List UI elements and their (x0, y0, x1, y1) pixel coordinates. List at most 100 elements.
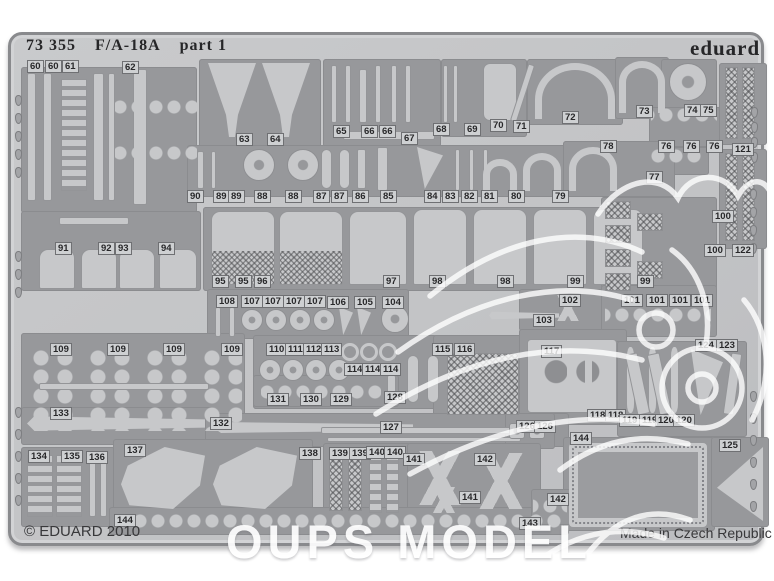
part-number-tag: 107 (304, 295, 326, 308)
etched-part-strip (375, 65, 381, 123)
solder-drop (750, 413, 757, 424)
solder-drop (750, 457, 757, 468)
etched-part-mesh (742, 67, 755, 139)
part-number-tag: 101 (621, 294, 643, 307)
part-number-tag: 113 (321, 343, 343, 356)
solder-drop (751, 137, 758, 148)
part-number-tag: 71 (513, 120, 530, 133)
part-number-tag: 84 (424, 190, 441, 203)
part-number-tag: 98 (497, 275, 514, 288)
part-number-tag: 109 (50, 343, 72, 356)
etched-part-strip (469, 149, 474, 191)
etched-part-strip (93, 73, 104, 201)
part-number-tag: 114 (380, 363, 402, 376)
copyright-text: © EDUARD 2010 (24, 523, 141, 540)
part-number-tag: 93 (115, 242, 132, 255)
solder-drop (15, 131, 22, 142)
solder-drop (750, 479, 757, 490)
etched-part-rosette (243, 149, 275, 181)
etched-part-mesh (605, 249, 631, 267)
part-number-tag: 83 (442, 190, 459, 203)
part-number-tag: 96 (254, 275, 271, 288)
etched-part-bladev (567, 347, 574, 411)
part-number-tag: 82 (461, 190, 478, 203)
part-number-tag: 65 (333, 125, 350, 138)
solder-drop (15, 95, 22, 106)
part-number-tag: 64 (267, 133, 284, 146)
etched-part-rosette (305, 359, 327, 381)
etched-part-ladder (386, 453, 399, 513)
part-number-tag: 120 (673, 414, 695, 427)
part-name: part 1 (179, 37, 227, 54)
solder-drop (750, 435, 757, 446)
brand-logo: eduard (690, 36, 761, 60)
part-number-tag: 63 (236, 133, 253, 146)
etched-part-strip (453, 65, 458, 123)
etched-part-panel (39, 249, 75, 289)
etched-part-arch (535, 63, 615, 119)
etched-part-strip (391, 65, 397, 123)
part-number-tag: 92 (98, 242, 115, 255)
part-number-tag: 91 (55, 242, 72, 255)
part-number-tag: 134 (28, 450, 50, 463)
part-number-tag: 75 (700, 104, 717, 117)
etched-part-cyl (339, 149, 350, 189)
etched-part-strip (211, 151, 216, 189)
part-number-tag: 115 (432, 343, 454, 356)
part-number-tag: 121 (732, 143, 754, 156)
etched-part-arch (619, 61, 665, 113)
etched-part-strip (377, 147, 388, 191)
part-number-tag: 102 (559, 294, 581, 307)
etched-part-ring (360, 343, 378, 361)
etched-part-strip (197, 151, 204, 189)
part-number-tag: 80 (508, 190, 525, 203)
part-number-tag: 89 (228, 190, 245, 203)
part-number-tag: 99 (567, 275, 584, 288)
etched-part-panelmesh (211, 211, 275, 285)
etched-part-rosette (259, 359, 281, 381)
part-number-tag: 76 (683, 140, 700, 153)
catalog-number: 73 355 (26, 37, 76, 54)
part-number-tag: 66 (379, 125, 396, 138)
etched-part-arch (569, 147, 617, 191)
part-number-tag: 143 (519, 517, 541, 530)
part-number-tag: 100 (712, 210, 734, 223)
etched-part-chains (86, 349, 134, 431)
etched-part-panel (473, 209, 527, 285)
etched-part-mesh (637, 213, 663, 231)
etched-part-strip (59, 217, 129, 225)
etched-part-ladder (369, 453, 382, 513)
etched-part-panel (533, 209, 587, 285)
part-number-tag: 104 (382, 296, 404, 309)
etched-part-rosette (669, 63, 707, 101)
etched-part-blade (213, 422, 413, 433)
part-number-tag: 127 (380, 421, 402, 434)
etched-part-panel (413, 209, 467, 285)
part-number-tag: 98 (429, 275, 446, 288)
etched-part-strip (345, 65, 351, 123)
part-number-tag: 95 (235, 275, 252, 288)
part-number-tag: 107 (241, 295, 263, 308)
part-number-tag: 117 (541, 345, 563, 358)
part-number-tag: 76 (658, 140, 675, 153)
etched-part-ladder (61, 79, 87, 191)
part-number-tag: 137 (124, 444, 146, 457)
etched-part-strip (108, 73, 115, 201)
part-number-tag: 101 (691, 294, 713, 307)
part-number-tag: 138 (299, 447, 321, 460)
part-number-tag: 106 (327, 296, 349, 309)
solder-drop (750, 391, 757, 402)
etched-part-panel (159, 249, 197, 289)
part-number-tag: 77 (646, 171, 663, 184)
part-number-tag: 67 (401, 132, 418, 145)
etched-part-strip (359, 69, 367, 123)
part-number-tag: 105 (354, 296, 376, 309)
part-number-tag: 85 (380, 190, 397, 203)
part-number-tag: 139 (329, 447, 351, 460)
part-number-tag: 97 (383, 275, 400, 288)
etched-part-ring (341, 343, 359, 361)
etched-part-ladder (56, 455, 82, 517)
etched-part-rosette (241, 309, 263, 331)
part-number-tag: 73 (636, 105, 653, 118)
